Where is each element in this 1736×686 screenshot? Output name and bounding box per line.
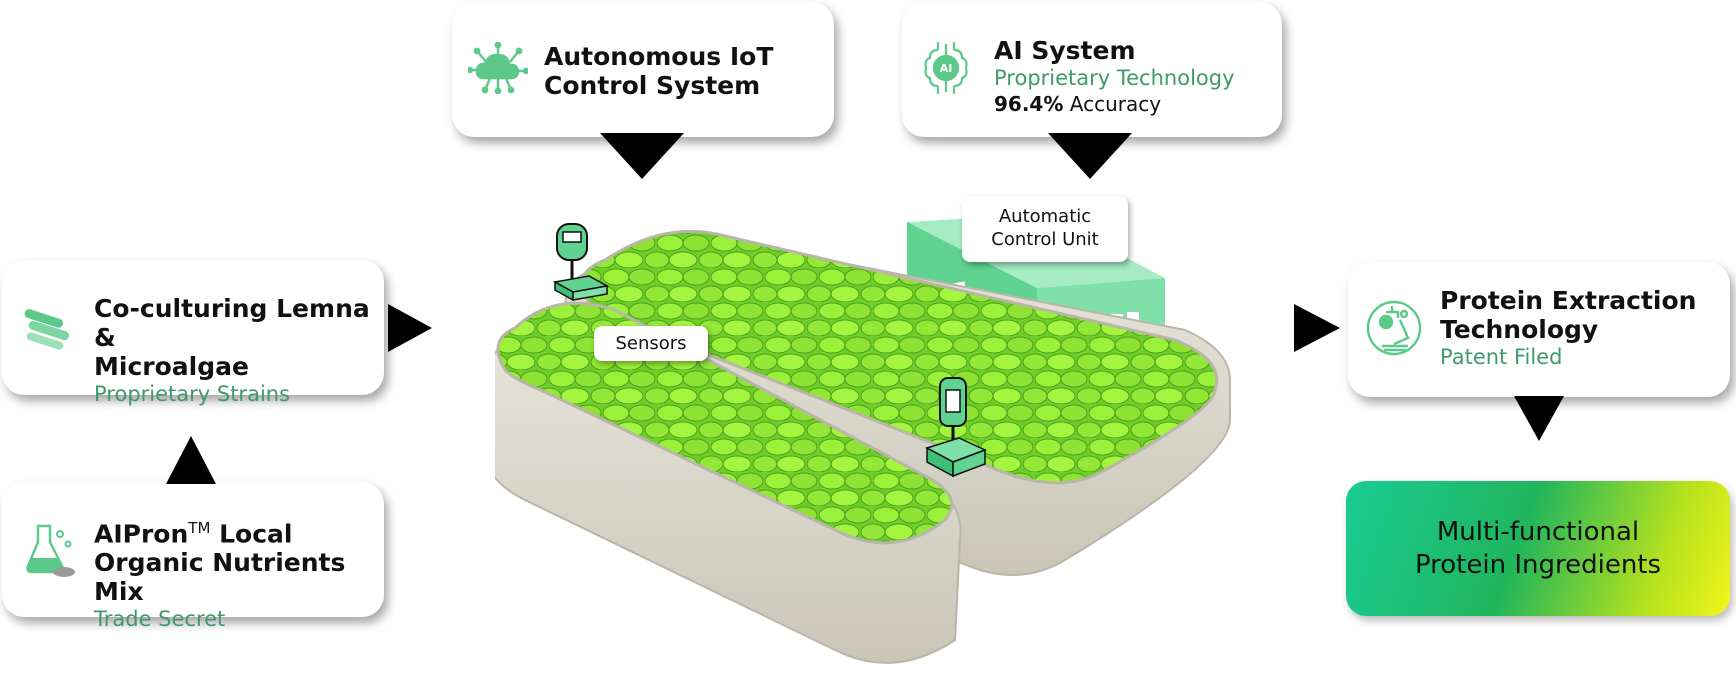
front-tank — [495, 301, 962, 664]
protein-ingredients-output: Multi-functional Protein Ingredients — [1346, 481, 1730, 616]
ai-subtitle: Proprietary Technology — [994, 66, 1235, 90]
extraction-card: Protein Extraction Technology Patent Fil… — [1348, 262, 1730, 397]
arrow-down-extraction — [1514, 396, 1564, 441]
ai-accuracy-label: Accuracy — [1063, 92, 1162, 116]
coculture-title-line2: Microalgae — [94, 352, 249, 381]
sensors-label-text: Sensors — [615, 333, 687, 354]
control-unit-line2: Control Unit — [991, 229, 1099, 250]
coculture-title-line1: Co-culturing Lemna & — [94, 294, 370, 352]
cloud-network-icon — [468, 42, 528, 94]
ai-accuracy-value: 96.4% — [994, 92, 1064, 116]
ai-title: AI System — [994, 36, 1136, 65]
ai-accuracy: 96.4% Accuracy — [994, 91, 1235, 117]
ai-system-card: AI AI System Proprietary Technology 96.4… — [902, 2, 1282, 137]
iot-control-card: Autonomous IoT Control System — [452, 2, 834, 137]
trademark-mark: TM — [188, 519, 211, 537]
aipron-title-prefix: AIPron — [94, 519, 189, 549]
arrow-up-aipron — [166, 436, 216, 484]
coculture-subtitle: Proprietary Strains — [94, 382, 291, 406]
cultivation-tanks-illustration — [495, 214, 1231, 664]
coculture-card: Co-culturing Lemna & Microalgae Propriet… — [2, 260, 384, 406]
extraction-title-line1: Protein Extraction — [1440, 286, 1697, 315]
extraction-subtitle: Patent Filed — [1440, 345, 1563, 369]
arrow-down-iot — [600, 133, 684, 179]
microscope-lab-icon — [1366, 300, 1422, 356]
monitoring-device — [925, 377, 987, 478]
aipron-title-suffix: Local — [210, 519, 293, 549]
aipron-subtitle: Trade Secret — [94, 607, 226, 632]
aipron-title-line2: Organic Nutrients Mix — [94, 548, 346, 607]
arrow-right-coculture — [388, 304, 432, 352]
algae-strands-icon — [24, 309, 70, 350]
sensors-label: Sensors — [594, 326, 708, 361]
flask-nutrients-icon — [26, 524, 75, 577]
iot-title-line1: Autonomous IoT — [544, 42, 774, 71]
product-line2: Protein Ingredients — [1414, 549, 1662, 580]
aipron-title-line1: AIPronTM Local — [94, 514, 384, 548]
ai-icon-text: AI — [940, 62, 953, 75]
control-unit-line1: Automatic — [998, 206, 1092, 227]
arrow-down-ai — [1048, 133, 1132, 179]
arrow-right-extraction — [1294, 304, 1340, 352]
iot-title-line2: Control System — [544, 71, 761, 100]
product-line1: Multi-functional — [1436, 516, 1640, 547]
aipron-card: AIPronTM Local Organic Nutrients Mix Tra… — [2, 482, 384, 631]
ai-chip-icon: AI — [924, 42, 968, 94]
control-unit-label: Automatic Control Unit — [962, 196, 1128, 262]
sensor-probe — [552, 223, 610, 302]
extraction-title-line2: Technology — [1440, 315, 1599, 344]
